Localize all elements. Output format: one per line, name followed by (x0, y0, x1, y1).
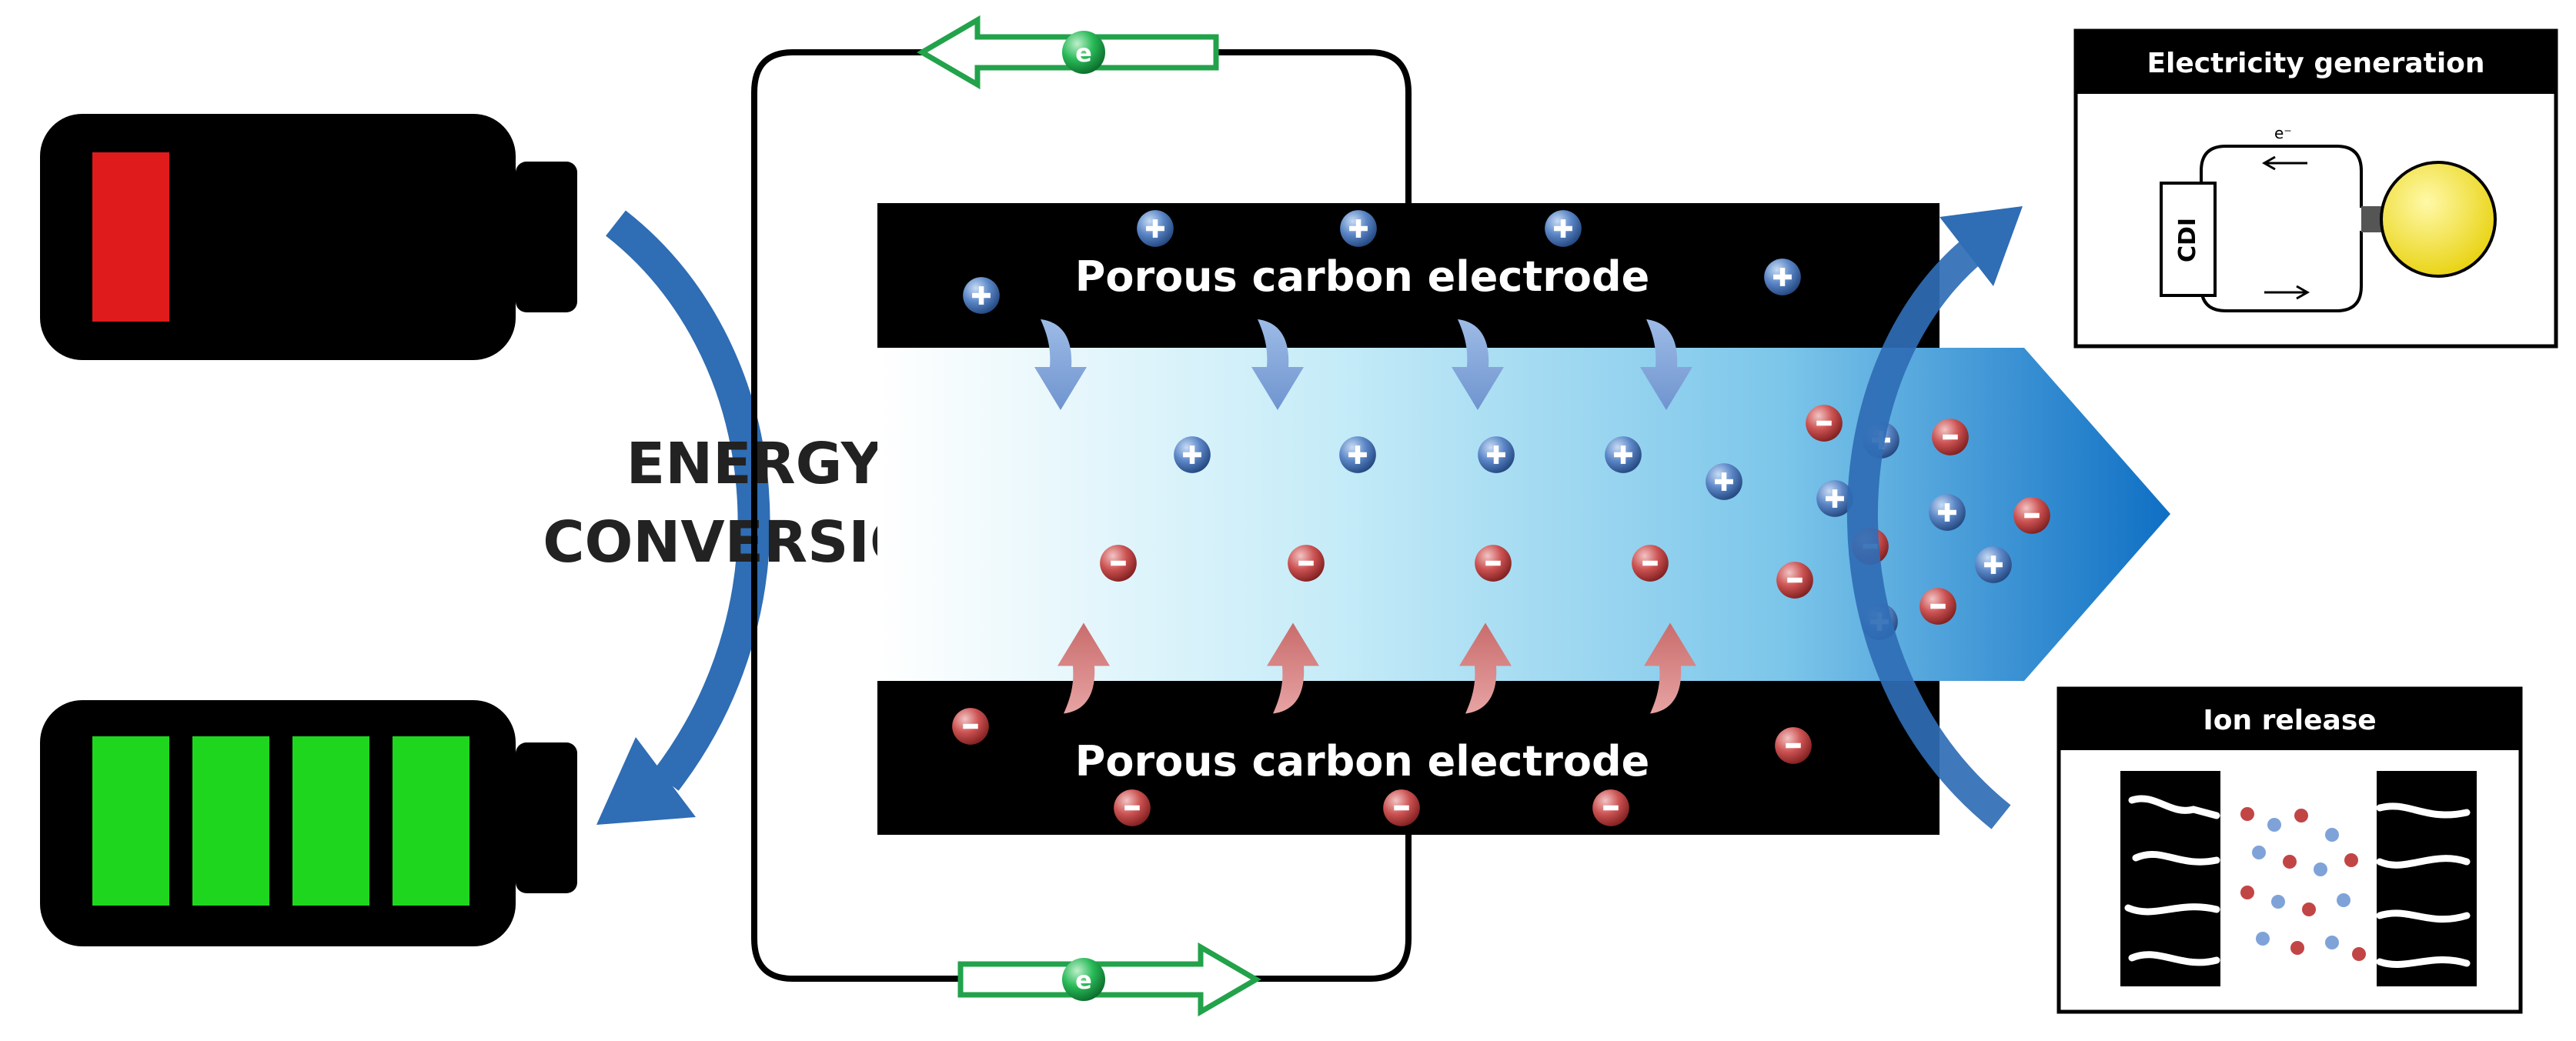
water-flow-channel (877, 348, 2170, 681)
electron-symbol-label: e⁻ (2274, 124, 2292, 142)
battery-full-charge-bar-4 (393, 736, 469, 906)
electricity-generation-panel: Electricity generation CDI e⁻ (2073, 28, 2558, 349)
battery-full (40, 700, 577, 946)
electron-flow-arrow-bottom: e (957, 942, 1261, 1017)
external-circuit-wire (751, 49, 1412, 982)
light-bulb-icon (2380, 161, 2497, 278)
anion (2013, 497, 2050, 534)
anion (1383, 789, 1420, 826)
anion (1100, 545, 1137, 582)
battery-full-charge-bar-3 (292, 736, 369, 906)
cation (1340, 210, 1377, 247)
ion-release-panel: Ion release (2056, 686, 2523, 1014)
svg-text:e: e (1075, 38, 1092, 68)
anion (1632, 545, 1669, 582)
cation (1339, 436, 1376, 473)
cation (1706, 463, 1742, 500)
electrode-bottom-label: Porous carbon electrode (1075, 737, 1649, 786)
cation (1929, 494, 1966, 531)
anion (1775, 727, 1812, 764)
battery-low-charge-bar (92, 152, 169, 322)
electron-top (1062, 31, 1105, 74)
cation (1975, 546, 2012, 583)
electron-flow-arrow-top: e (917, 15, 1219, 90)
cation (1174, 436, 1211, 473)
anion (1776, 562, 1813, 599)
cdi-box (2160, 182, 2217, 297)
ion-release-title: Ion release (2203, 705, 2376, 736)
anion (1592, 789, 1629, 826)
anion (1114, 789, 1151, 826)
anion (1288, 545, 1325, 582)
anion (1919, 588, 1956, 625)
cdi-label: CDI (2174, 218, 2201, 262)
current-arrow-bottom (2264, 285, 2310, 300)
cation (1137, 210, 1174, 247)
output-branch-arrow (1846, 206, 2023, 829)
anion (952, 708, 989, 745)
battery-full-charge-bar-1 (92, 736, 169, 906)
cation (1478, 436, 1515, 473)
anion (1475, 545, 1512, 582)
cation (1605, 436, 1642, 473)
battery-full-charge-bar-2 (192, 736, 269, 906)
cation (1764, 259, 1801, 295)
electricity-generation-title: Electricity generation (2147, 48, 2484, 79)
current-arrow-top (2261, 155, 2307, 171)
battery-low (40, 114, 577, 360)
cation (963, 277, 1000, 314)
electrode-top-label: Porous carbon electrode (1075, 252, 1649, 301)
anion (1932, 419, 1969, 455)
anion (1806, 405, 1843, 442)
cation (1545, 210, 1582, 247)
svg-text:e: e (1075, 966, 1092, 995)
electron-bottom (1062, 958, 1105, 1001)
